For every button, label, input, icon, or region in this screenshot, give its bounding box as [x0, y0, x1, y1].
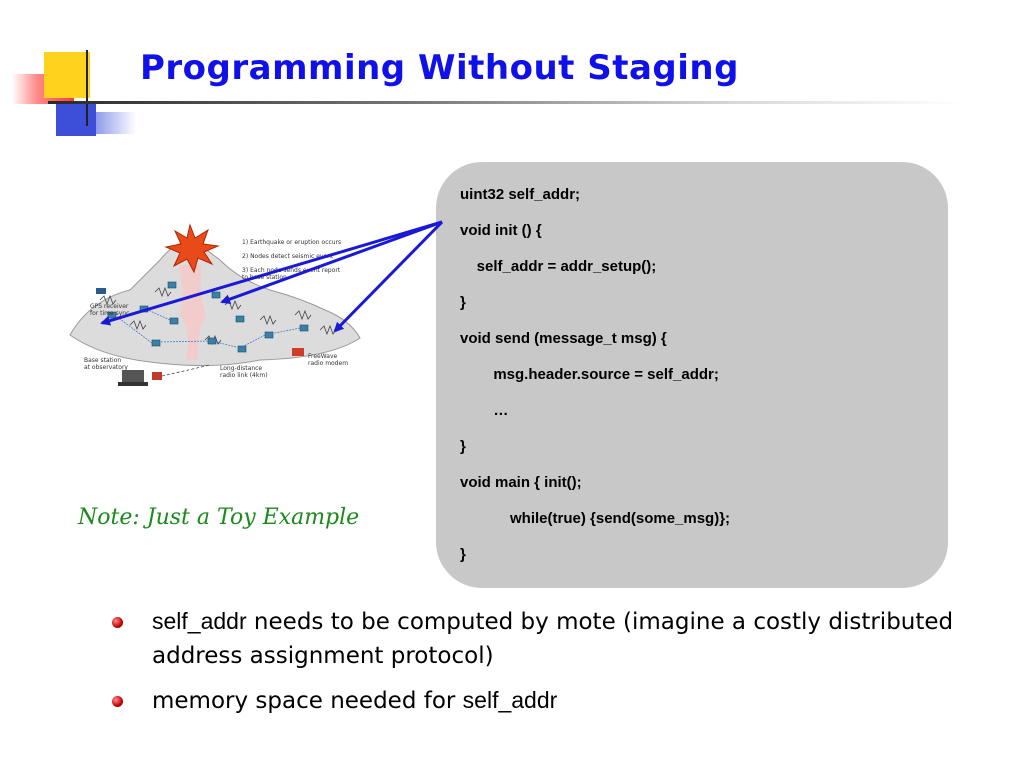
figure-label: for time sync	[90, 310, 129, 317]
code-line: void init () {	[460, 222, 542, 239]
code-line: self_addr = addr_setup();	[460, 258, 657, 275]
decorative-vertical-line	[86, 50, 88, 126]
code-line: }	[460, 546, 466, 563]
code-line: }	[460, 438, 466, 455]
figure-label: Long-distance	[220, 365, 262, 372]
toy-example-note: Note: Just a Toy Example	[78, 505, 360, 530]
slide-title: Programming Without Staging	[140, 48, 739, 88]
bullet-list: self_addr needs to be computed by mote (…	[108, 604, 988, 728]
figure-label: radio link (4km)	[220, 372, 268, 379]
inline-code: self_addr	[462, 687, 558, 713]
bullet-text: memory space needed for	[152, 688, 463, 714]
bullet-dot-icon	[112, 617, 123, 628]
figure-label: to base station	[242, 274, 287, 281]
figure-label: FreeWave	[308, 353, 338, 360]
base-station-laptop	[118, 364, 211, 386]
code-line: while(true) {send(some_msg)};	[460, 510, 731, 527]
bullet-item: self_addr needs to be computed by mote (…	[108, 604, 988, 673]
gps-receiver	[96, 288, 106, 294]
bullet-dot-icon	[112, 696, 123, 707]
bullet-text: needs to be computed by mote (imagine a …	[152, 609, 954, 669]
decorative-yellow-square	[44, 52, 90, 98]
title-underline	[48, 101, 964, 104]
figure-label: 3) Each node sends event report	[242, 267, 341, 274]
figure-label: GPS receiver	[90, 303, 129, 310]
bullet-item: memory space needed for self_addr	[108, 683, 988, 718]
code-line: void send (message_t msg) {	[460, 330, 667, 347]
code-line: void main { init();	[460, 474, 582, 491]
figure-label: at observatory	[84, 364, 128, 371]
figure-label: 2) Nodes detect seismic event	[242, 253, 334, 260]
decorative-blue-square	[56, 104, 96, 136]
code-panel: uint32 self_addr; void init () { self_ad…	[436, 162, 948, 588]
decorative-blue-fade	[96, 112, 136, 134]
inline-code: self_addr	[152, 608, 247, 634]
code-line: …	[460, 402, 509, 419]
radio-modem	[292, 348, 304, 356]
figure-label: radio modem	[308, 360, 348, 367]
code-line: uint32 self_addr;	[460, 186, 581, 203]
code-line: msg.header.source = self_addr;	[460, 366, 719, 383]
figure-label: 1) Earthquake or eruption occurs	[242, 239, 341, 246]
figure-label: Base station	[84, 357, 121, 364]
volcano-sensor-network-figure: 1) Earthquake or eruption occurs 2) Node…	[69, 223, 361, 386]
code-line: }	[460, 294, 466, 311]
